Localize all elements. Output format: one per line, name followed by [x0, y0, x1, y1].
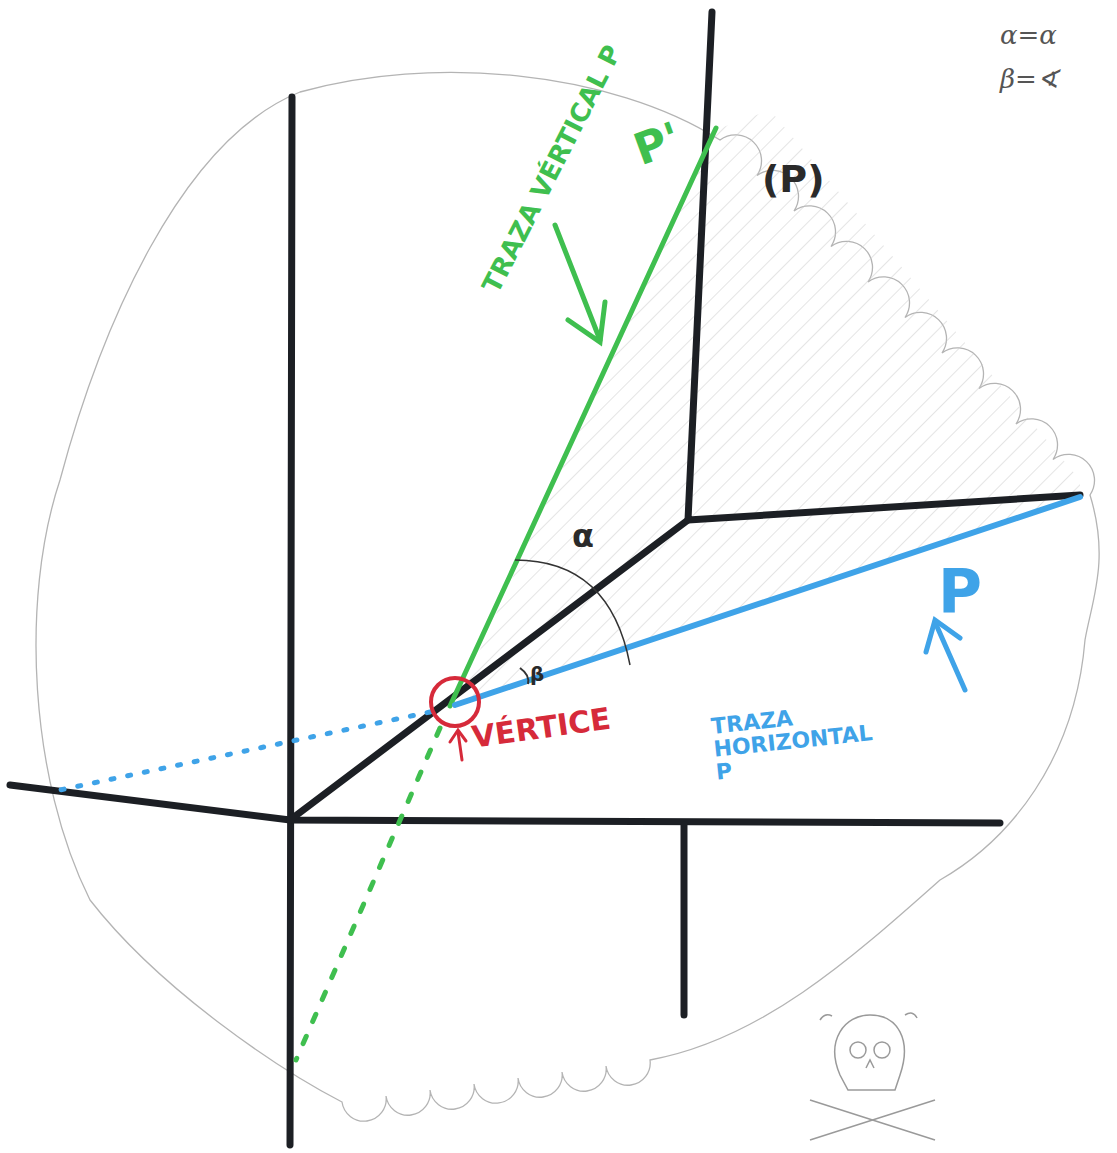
green-arrow [555, 225, 605, 342]
skull-doodle [810, 1013, 935, 1140]
projection-name: P' [628, 114, 687, 173]
projection-name: P [938, 560, 982, 623]
vertex-circle [431, 678, 479, 726]
note: α=α [1000, 22, 1057, 49]
horizontal-trace-extension [60, 712, 430, 790]
angle-arc-beta [520, 668, 528, 684]
trace-label: TRAZA VÉRTICAL P [478, 41, 627, 297]
red-arrow [450, 730, 466, 760]
wavy-outline [36, 72, 1099, 1121]
plane-name: (P) [762, 160, 825, 200]
projection-frame [10, 12, 1080, 1145]
blue-arrow [926, 620, 965, 690]
horizontal-trace [455, 497, 1080, 705]
vertical-trace-extension [296, 728, 440, 1060]
vertex-label: VÉRTICE [470, 703, 613, 754]
trace-label: TRAZA HORIZONTAL P [710, 697, 886, 784]
angle-label: α [572, 520, 594, 554]
angle-label: β [530, 664, 544, 685]
note: β=∢ [1000, 66, 1059, 93]
angle-arc-alpha [515, 560, 630, 665]
vertical-trace [450, 128, 716, 706]
